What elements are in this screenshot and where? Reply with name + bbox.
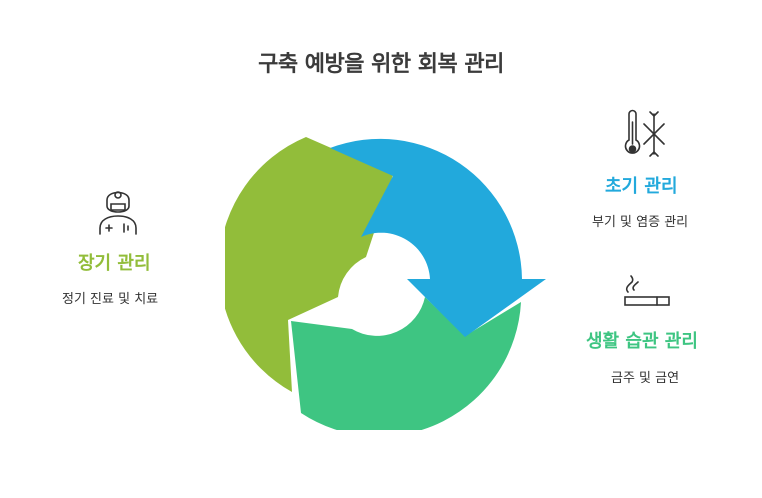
cycle-arrow-initial <box>330 138 546 337</box>
initial-care-heading: 초기 관리 <box>605 176 678 197</box>
lifestyle-care-description: 금주 및 금연 <box>611 371 680 386</box>
diagram-title: 구축 예방을 위한 회복 관리 <box>258 52 504 77</box>
doctor-icon <box>99 191 137 235</box>
cycle-arrow-longterm <box>225 137 393 392</box>
longterm-care-heading: 장기 관리 <box>78 253 151 274</box>
cycle-arrow-lifestyle <box>291 297 521 430</box>
cycle-diagram <box>225 137 546 430</box>
thermometer-snowflake-icon <box>624 109 665 157</box>
longterm-care-description: 정기 진료 및 치료 <box>62 292 159 307</box>
lifestyle-care-heading: 생활 습관 관리 <box>586 331 698 352</box>
initial-care-description: 부기 및 염증 관리 <box>592 215 689 230</box>
cigarette-icon <box>624 275 670 306</box>
